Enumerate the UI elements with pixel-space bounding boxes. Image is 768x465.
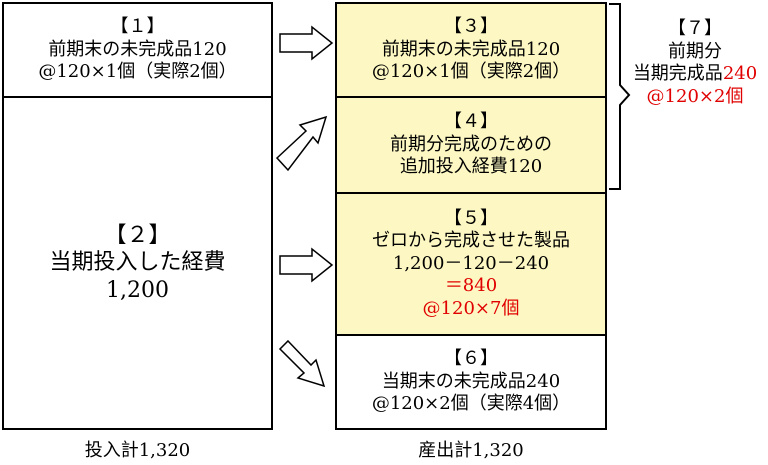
- box-2-line2: 1,200: [106, 277, 169, 303]
- group-7-line2: 当期完成品240: [622, 63, 768, 86]
- arrow-2-to-4-icon: [275, 115, 328, 172]
- box-1-number: 【１】: [110, 16, 165, 38]
- box-5-number: 【５】: [444, 207, 498, 229]
- group-7-line1: 前期分: [668, 40, 722, 62]
- box-1-line1: 前期末の未完成品120: [48, 38, 227, 60]
- box-1-prior-wip: 【１】 前期末の未完成品120 @120×1個（実際2個）: [2, 2, 273, 98]
- group-7-number: 【７】: [668, 18, 722, 39]
- arrow-2-to-5-icon: [279, 247, 334, 283]
- group-7-label: 【７】 前期分 当期完成品240 @120×2個: [622, 18, 768, 108]
- box-5-line4: @120×7個: [422, 297, 520, 319]
- box-5-line2: 1,200－120－240: [392, 252, 550, 274]
- box-5-line1: ゼロから完成させた製品: [372, 230, 570, 252]
- box-4-number: 【４】: [444, 111, 498, 133]
- group-7-line3: @120×2個: [646, 85, 744, 107]
- box-6-ending-wip: 【６】 当期末の未完成品240 @120×2個（実際4個）: [335, 334, 607, 430]
- box-6-number: 【６】: [444, 348, 498, 370]
- box-2-line1: 当期投入した経費: [49, 250, 226, 276]
- group-7-line2-value: 240: [722, 63, 758, 84]
- box-4-line2: 追加投入経費120: [399, 156, 543, 178]
- box-3-line2: @120×1個（実際2個）: [371, 61, 571, 83]
- box-5-started-and-completed: 【５】 ゼロから完成させた製品 1,200－120－240 ＝840 @120×…: [335, 192, 607, 336]
- box-6-line1: 当期末の未完成品240: [381, 370, 561, 392]
- box-1-line2: @120×1個（実際2個）: [38, 61, 237, 83]
- box-4-additional-cost: 【４】 前期分完成のための 追加投入経費120: [335, 96, 607, 194]
- box-2-number: 【２】: [104, 222, 171, 248]
- box-4-line1: 前期分完成のための: [390, 133, 552, 155]
- right-brace-icon: [609, 3, 631, 190]
- arrow-1-to-3-icon: [279, 25, 334, 61]
- arrow-2-to-6-icon: [278, 339, 326, 388]
- box-2-current-input: 【２】 当期投入した経費 1,200: [2, 96, 273, 430]
- box-3-number: 【３】: [444, 16, 498, 38]
- box-5-line3: ＝840: [444, 275, 498, 297]
- box-6-line2: @120×2個（実際4個）: [371, 393, 571, 415]
- output-total: 産出計1,320: [418, 440, 524, 461]
- box-3-line1: 前期末の未完成品120: [381, 38, 561, 60]
- box-3-prior-wip-completed: 【３】 前期末の未完成品120 @120×1個（実際2個）: [335, 2, 607, 98]
- group-7-line2-prefix: 当期完成品: [632, 63, 723, 84]
- input-total: 投入計1,320: [84, 440, 191, 461]
